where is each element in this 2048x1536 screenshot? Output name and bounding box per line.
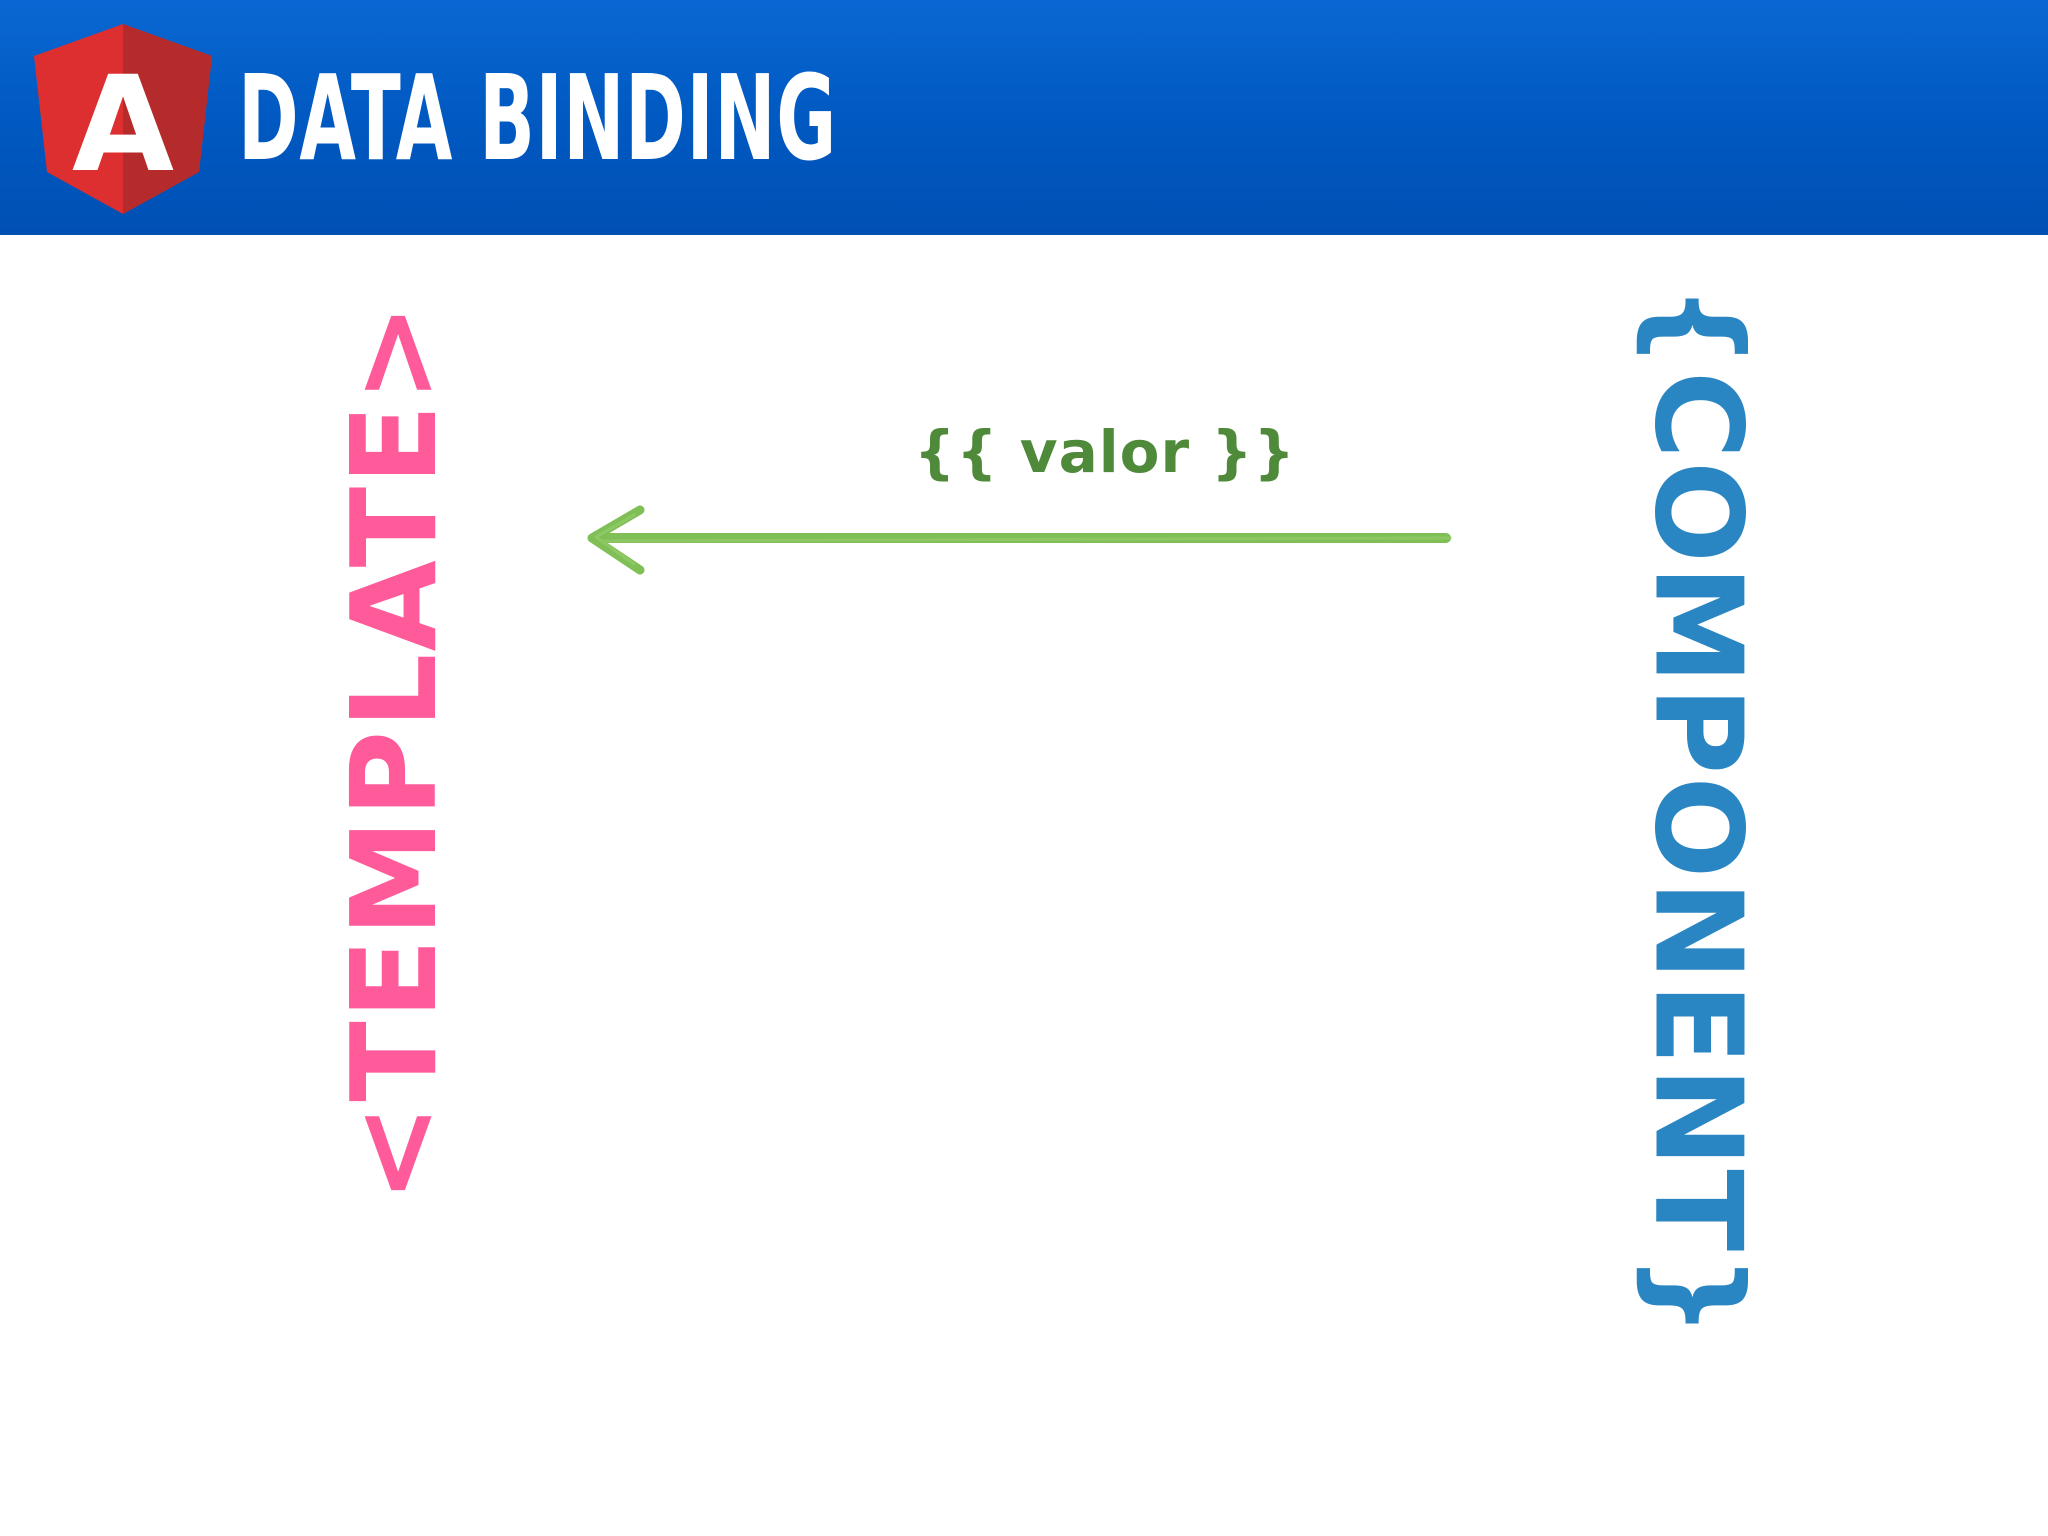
interpolation-binding-label: {{ valor }} bbox=[914, 418, 1296, 486]
angular-logo-letter: A bbox=[72, 48, 174, 202]
binding-arrow bbox=[587, 505, 1452, 575]
slide-title: DATA BINDING bbox=[238, 49, 837, 187]
header-bar: A DATA BINDING bbox=[0, 0, 2048, 235]
template-label: <TEMPLATE> bbox=[325, 301, 463, 1203]
component-label: {COMPONENT} bbox=[1627, 283, 1767, 1341]
angular-logo-icon: A bbox=[34, 24, 212, 214]
